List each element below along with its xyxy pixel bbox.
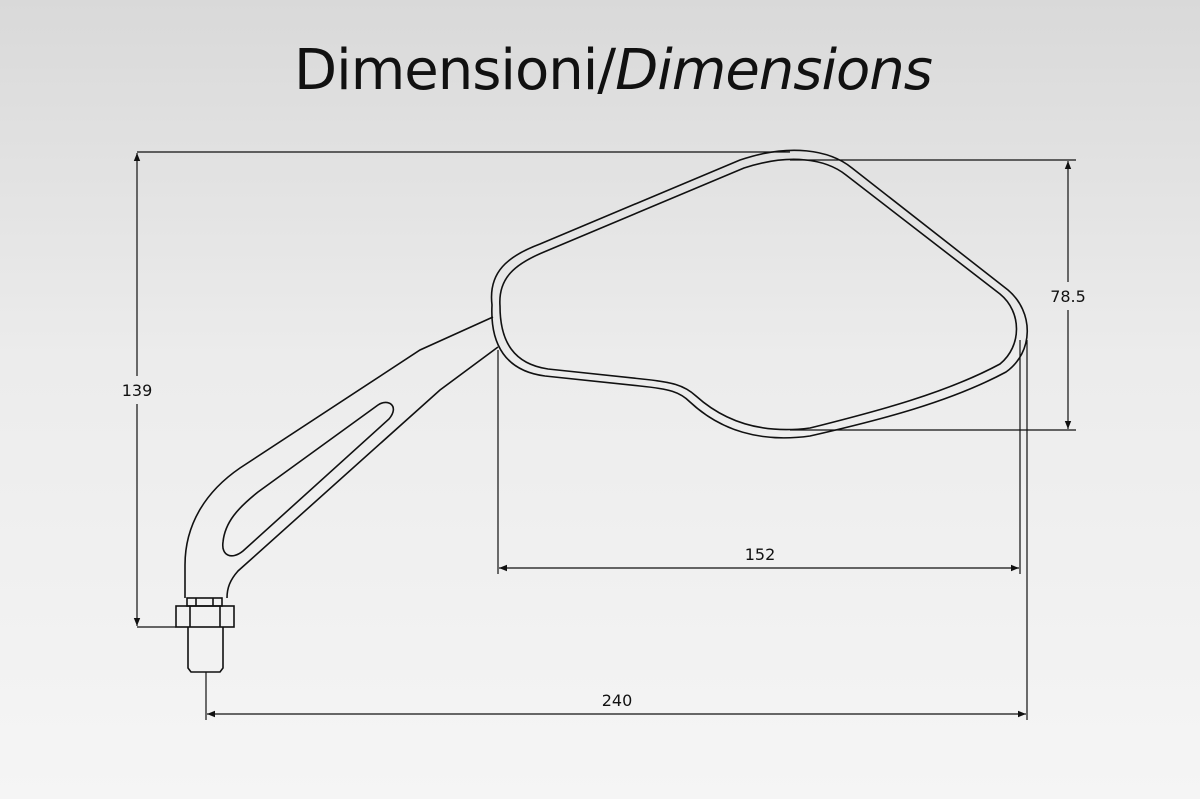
- title-italian: Dimensioni/: [294, 38, 616, 103]
- label-78-5: 78.5: [1050, 287, 1086, 306]
- label-152: 152: [745, 545, 776, 564]
- label-139: 139: [122, 381, 153, 400]
- page-title: Dimensioni/Dimensions: [0, 38, 1200, 103]
- label-240: 240: [602, 691, 633, 710]
- title-english: Dimensions: [615, 38, 933, 103]
- arm-slot: [222, 401, 395, 557]
- mount-bolt: [187, 627, 224, 673]
- mirror-arm: [184, 316, 499, 599]
- mount-nut: [175, 605, 235, 628]
- mirror-head-outer: [490, 149, 1028, 439]
- mount-collar: [186, 597, 223, 607]
- mirror-head-inner: [499, 158, 1018, 431]
